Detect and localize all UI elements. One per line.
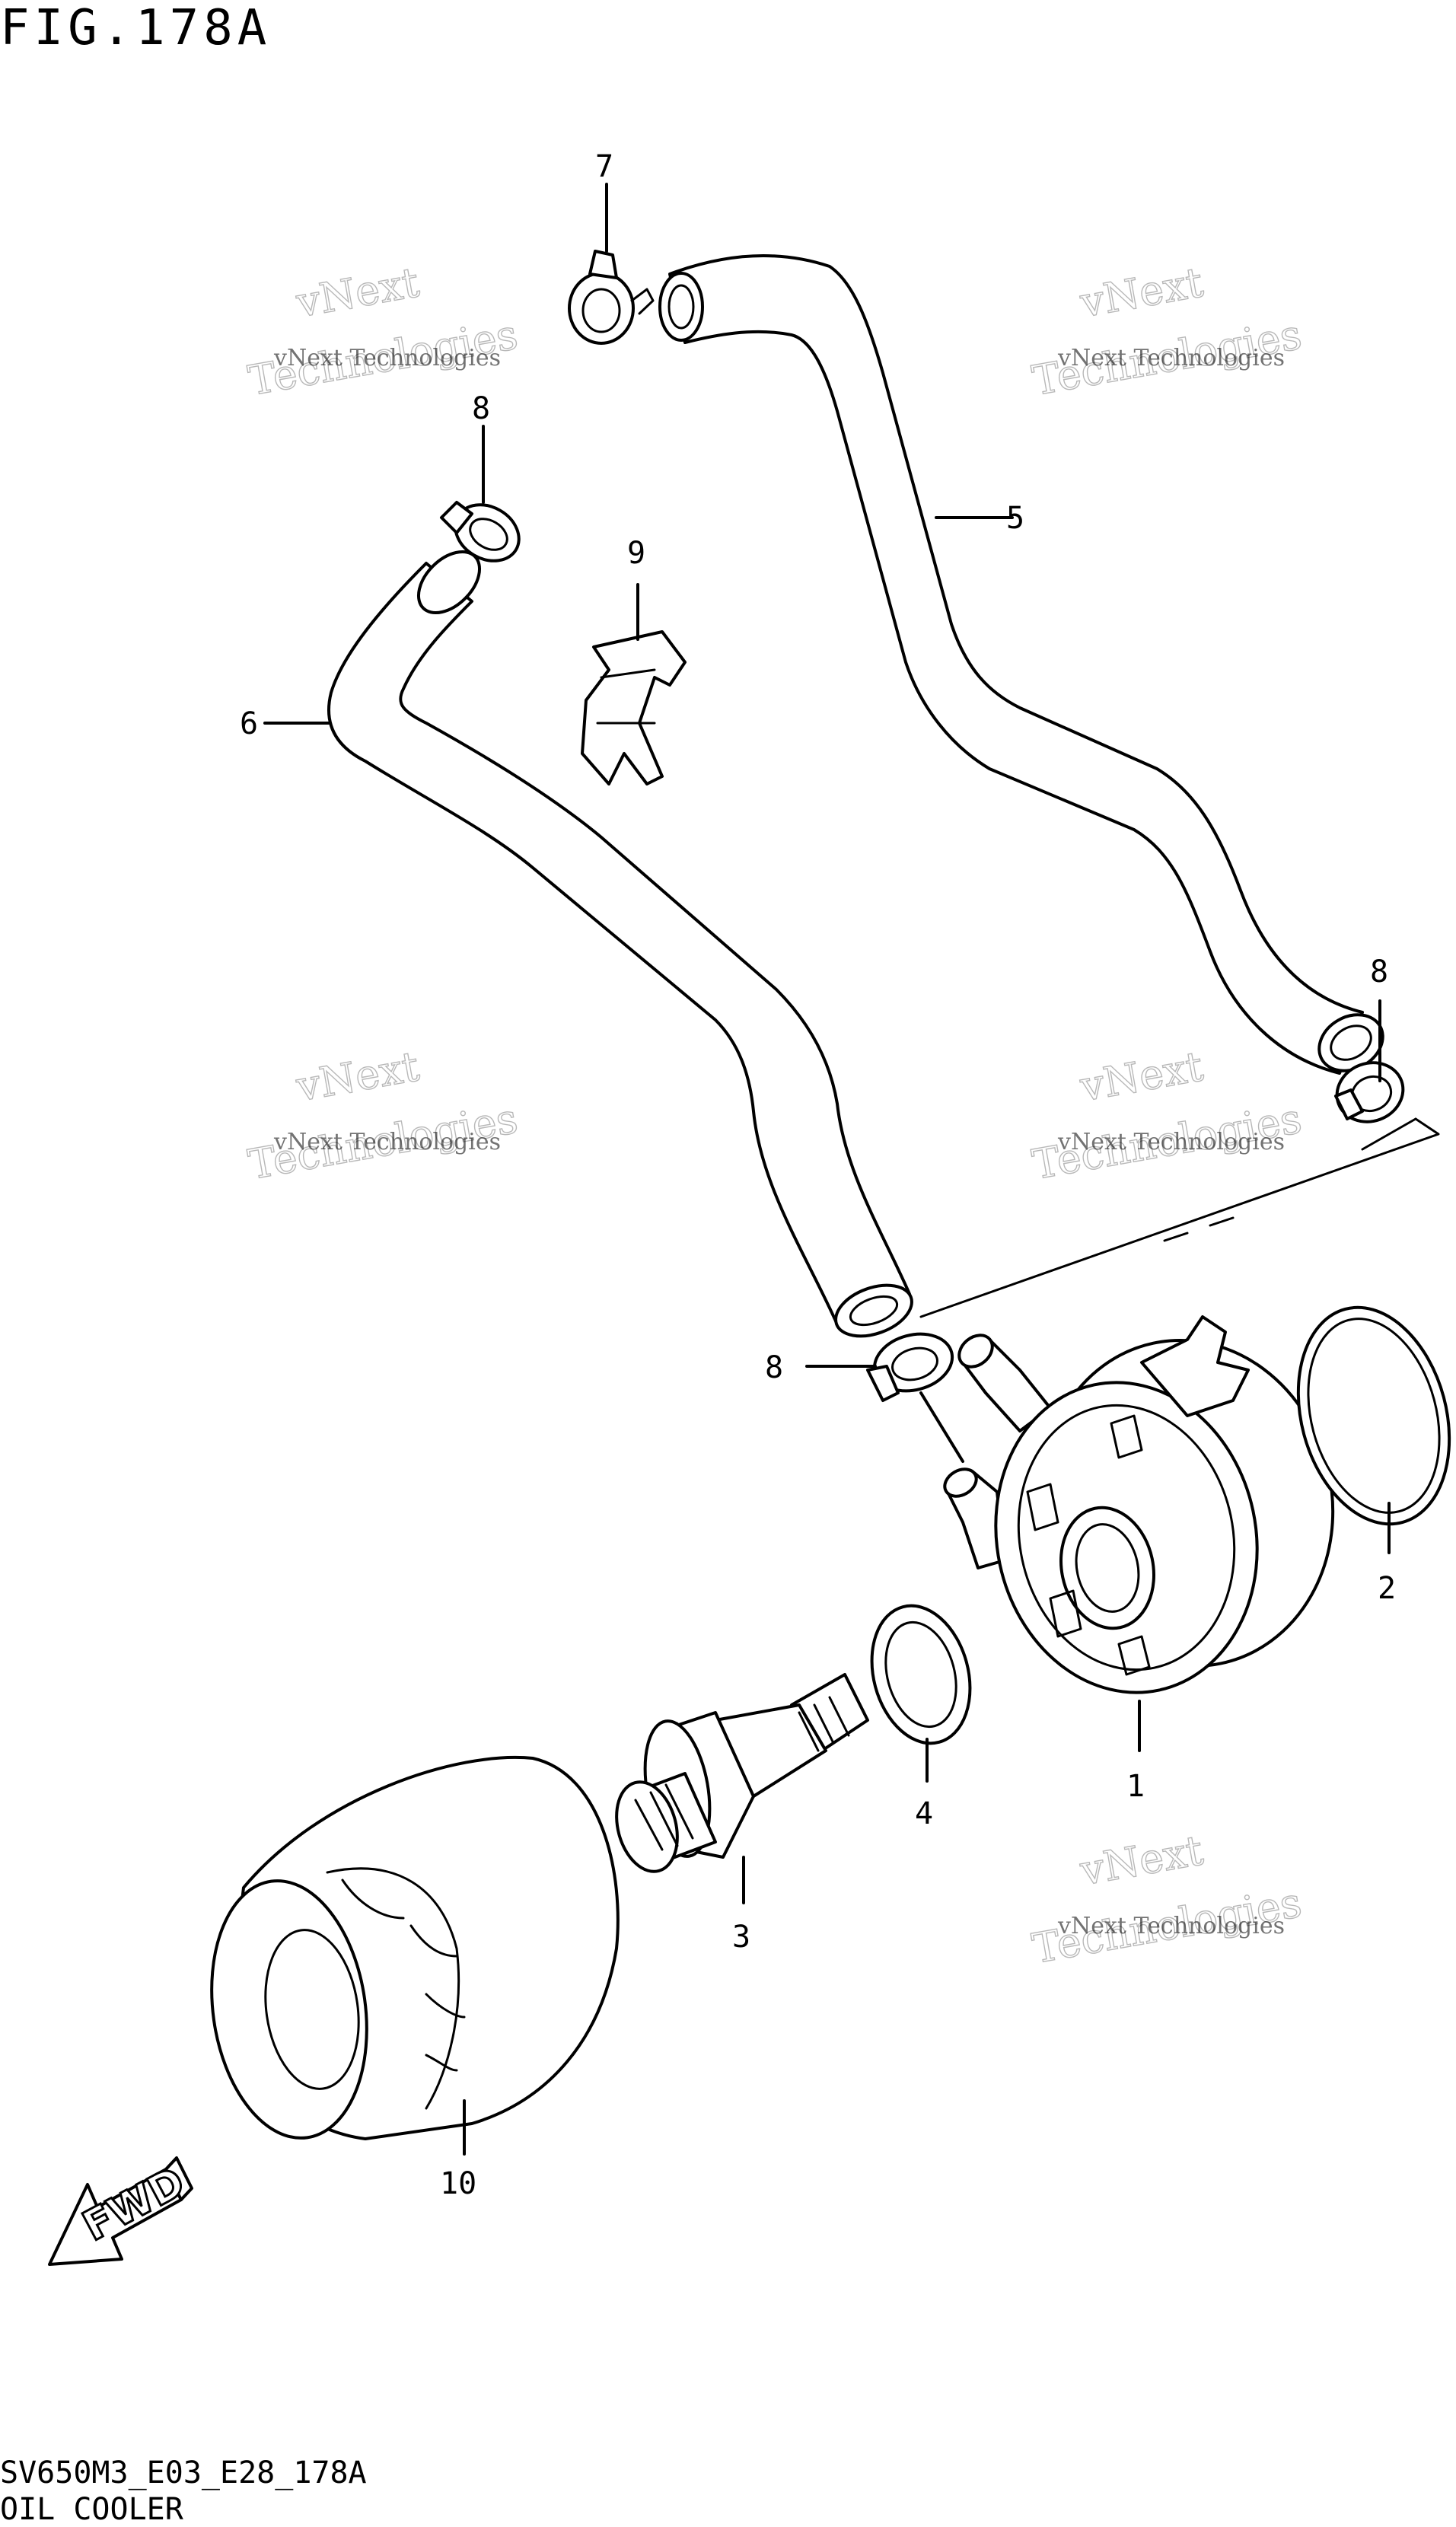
watermark-brand: vNext	[1076, 258, 1207, 327]
section-name: OIL COOLER	[0, 2492, 184, 2527]
callout-10: 10	[440, 2166, 476, 2201]
watermark-brand: vNext	[292, 1042, 423, 1111]
cooler-bracket	[1140, 1315, 1250, 1417]
clamp-part-8-top	[440, 501, 521, 562]
callout-5: 5	[1006, 501, 1024, 536]
watermark-small: vNext Technologies	[1057, 345, 1285, 371]
callout-2: 2	[1378, 1571, 1396, 1606]
clamp-part-7	[568, 250, 655, 345]
callout-8-bottom: 8	[765, 1350, 783, 1385]
watermark-mid-left: vNext Technologies vNext Technologies	[244, 1041, 521, 1189]
callout-1: 1	[1126, 1769, 1145, 1804]
union-bolt-part-3	[615, 1673, 869, 1873]
watermark-small: vNext Technologies	[1057, 1913, 1285, 1939]
callout-3: 3	[732, 1920, 750, 1955]
callout-8-right: 8	[1370, 954, 1388, 989]
oil-cooler-part-1	[943, 1315, 1335, 1694]
watermark-bottom-right: vNext Technologies vNext Technologies	[1028, 1825, 1305, 1973]
washer-part-4	[870, 1604, 972, 1745]
hose-part-6	[327, 550, 913, 1338]
o-ring-part-2	[1296, 1305, 1451, 1526]
leader-lines	[263, 183, 1440, 2156]
hose-5-end-top	[658, 272, 704, 342]
diagram-code: SV650M3_E03_E28_178A	[0, 2455, 367, 2490]
fwd-arrow: FWD	[48, 2156, 193, 2266]
clamp-part-8-bottom	[866, 1332, 954, 1402]
callout-6: 6	[240, 706, 258, 741]
watermark-brand: vNext	[1076, 1042, 1207, 1111]
watermark-small: vNext Technologies	[273, 1129, 501, 1155]
watermark-brand: vNext	[292, 258, 423, 327]
clamp-part-8-right	[1334, 1061, 1405, 1123]
hose-part-5	[658, 254, 1384, 1075]
hose-5-end-top-inner	[667, 284, 695, 330]
watermark-top-left: vNext Technologies vNext Technologies	[244, 257, 521, 405]
callout-4: 4	[915, 1796, 933, 1831]
callout-7: 7	[595, 149, 613, 184]
cooler-center-hole	[1059, 1506, 1156, 1630]
hose-6-end-bottom-inner	[849, 1295, 899, 1327]
callout-8-top: 8	[472, 391, 490, 426]
hose-5-end-bottom-inner	[1330, 1025, 1372, 1061]
watermark-top-right: vNext Technologies vNext Technologies	[1028, 257, 1305, 405]
watermark-small: vNext Technologies	[273, 345, 501, 371]
watermark-brand: vNext	[1076, 1826, 1207, 1894]
clip-part-9	[581, 630, 687, 786]
callout-numbers: 7 8 5 9 6 8 8 2 1 4 3 10	[240, 149, 1396, 2201]
figure-title: FIG.178A	[0, 0, 271, 56]
callout-9: 9	[627, 536, 645, 571]
watermark-small: vNext Technologies	[1057, 1129, 1285, 1155]
oil-filter-part-10	[210, 1756, 620, 2140]
watermark-mid-right: vNext Technologies vNext Technologies	[1028, 1041, 1305, 1189]
fwd-label: FWD	[75, 2158, 193, 2251]
